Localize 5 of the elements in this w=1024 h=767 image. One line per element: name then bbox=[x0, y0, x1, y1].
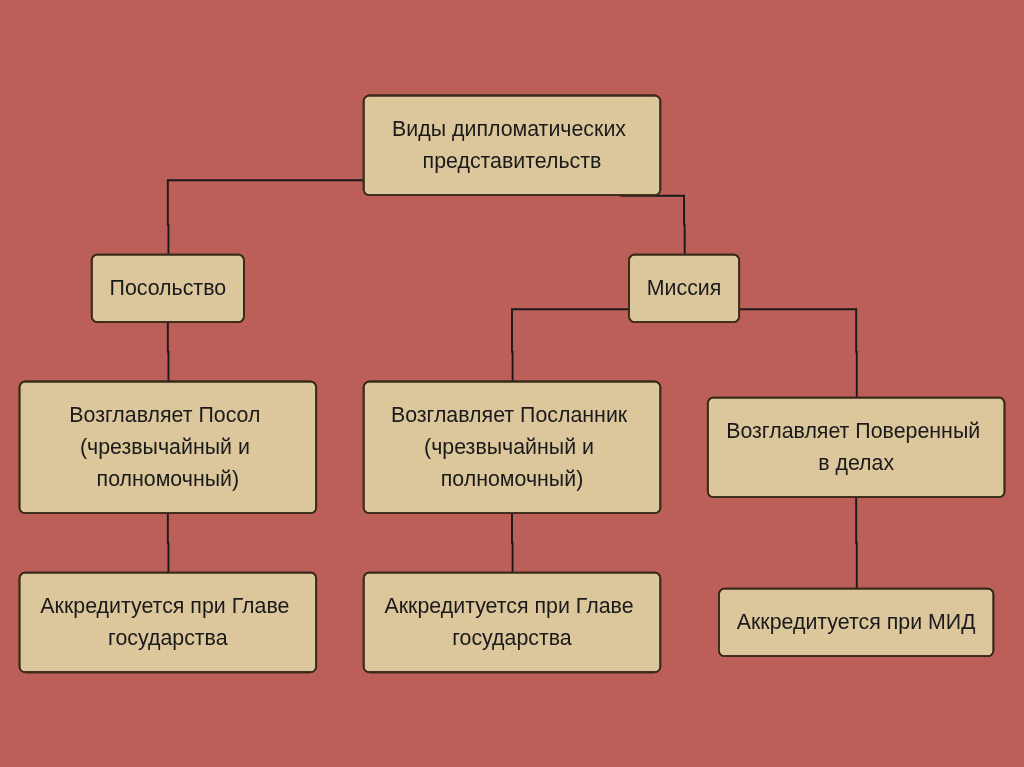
connector bbox=[855, 496, 858, 590]
connector bbox=[166, 321, 170, 383]
connector bbox=[511, 512, 514, 574]
connector bbox=[166, 512, 170, 574]
connector bbox=[619, 194, 686, 256]
